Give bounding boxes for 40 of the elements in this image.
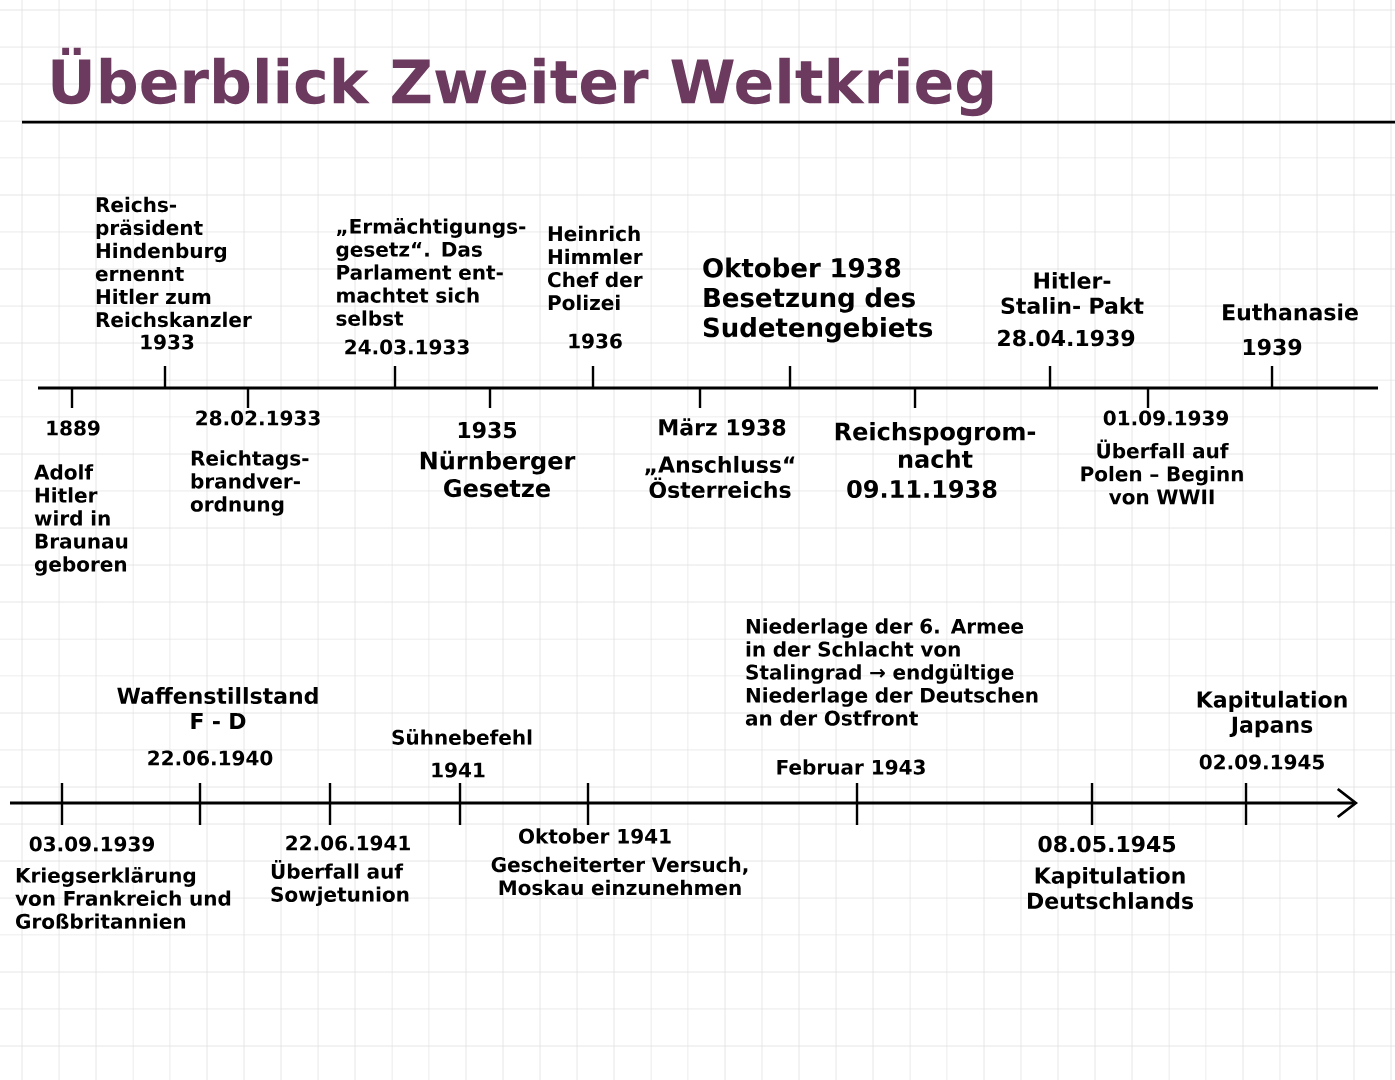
date-label: 1933 xyxy=(141,334,194,350)
event-text: Adolf Hitler wird in Braunau geboren xyxy=(34,464,128,576)
event-text: Nürnberger Gesetze xyxy=(420,450,576,498)
date-label: 1935 xyxy=(458,421,517,439)
event-text: „Anschluss“ Österreichs xyxy=(645,455,795,499)
event-text: Reichs- präsident Hindenburg ernennt Hitler zum Reichskanzler xyxy=(95,196,252,328)
event-text: Waffenstillstand F - D xyxy=(117,687,318,729)
date-label: 01.09.1939 xyxy=(1103,410,1229,426)
date-label: 22.06.1941 xyxy=(286,835,410,851)
date-label: März 1938 xyxy=(659,418,786,436)
title: Überblick Zweiter Weltkrieg xyxy=(52,47,993,117)
event-text: Niederlage der 6. Armee in der Schlacht von Stalingrad → endgültige Niederlage der Deutschen an der Ostfront xyxy=(745,618,1038,726)
date-label: 28.02.1933 xyxy=(196,410,320,426)
date-label: 08.05.1945 xyxy=(1038,835,1176,853)
date-label: 09.11.1938 xyxy=(847,479,997,499)
date-label: 1941 xyxy=(432,762,485,778)
date-label: 03.09.1939 xyxy=(29,836,154,852)
event-text: Sühnebefehl xyxy=(392,729,532,745)
date-label: 1936 xyxy=(569,333,622,349)
event-text: Reichspogrom- nacht xyxy=(835,421,1036,469)
event-text: Überfall auf Polen – Beginn von WWII xyxy=(1081,439,1243,505)
event-text: Kapitulation Deutschlands xyxy=(1028,866,1193,910)
event-text: Gescheiterter Versuch, Moskau einzunehmen xyxy=(491,856,748,896)
event-text: Überfall auf Sowjetunion xyxy=(271,860,409,906)
date-label: 28.04.1939 xyxy=(998,329,1135,347)
event-text: „Ermächtigungs- gesetz“. Das Parlament ent- machtet sich selbst xyxy=(336,218,526,326)
event-text: Hitler-Stalin- Pakt xyxy=(1001,271,1144,315)
date-label: 22.06.1940 xyxy=(148,750,273,766)
date-label: Februar 1943 xyxy=(777,759,925,775)
event-text: Euthanasie xyxy=(1223,303,1358,321)
date-label: 1889 xyxy=(47,420,100,436)
date-label: 24.03.1933 xyxy=(345,339,469,355)
date-label: Oktober 1941 xyxy=(519,828,671,844)
event-text: Kapitulation Japans xyxy=(1197,690,1347,738)
date-label: 1939 xyxy=(1243,338,1302,356)
date-label: 02.09.1945 xyxy=(1199,754,1324,770)
event-text: Heinrich Himmler Chef der Polizei xyxy=(548,225,643,311)
event-text: Reichtags- brandver- ordnung xyxy=(190,450,309,516)
event-text: Oktober 1938 Besetzung des Sudetengebiets xyxy=(703,257,933,343)
event-text: Kriegserklärung von Frankreich und Großbritannien xyxy=(15,867,231,929)
